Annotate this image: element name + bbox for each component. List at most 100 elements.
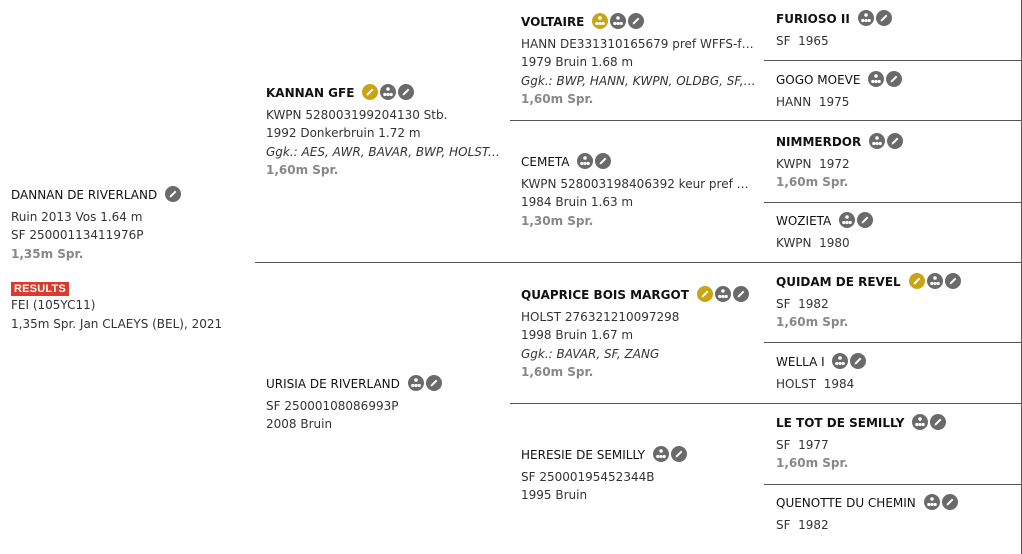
divider-gen3-2 <box>764 202 1022 203</box>
gen3-name[interactable]: WELLA I <box>776 355 825 369</box>
gold-key-icon[interactable] <box>362 84 379 100</box>
dam-sire-grade: 1,60m Spr. <box>521 365 594 379</box>
edit-pencil-icon[interactable] <box>857 212 874 228</box>
gen3-cell-5: QUIDAM DE REVEL SF 1982 1,60m Spr. <box>776 273 1016 332</box>
edit-pencil-icon[interactable] <box>732 286 749 302</box>
sire-sire-name[interactable]: VOLTAIRE <box>521 15 585 29</box>
dam-sire-reg: HOLST 276321210097298 <box>521 309 680 324</box>
subject-reg: SF 25000113411976P <box>11 228 144 242</box>
sire-grade: 1,60m Spr. <box>266 163 339 177</box>
results-line-2: 1,35m Spr. Jan CLAEYS (BEL), 2021 <box>11 316 223 331</box>
gen3-reg: SF 1982 <box>776 517 829 532</box>
pedigree-tree-icon[interactable] <box>610 13 627 29</box>
gen3-reg: KWPN 1980 <box>776 235 850 250</box>
dam-sire-approved: Ggk.: BAVAR, SF, ZANG <box>521 346 660 361</box>
sire-sire-approved: Ggk.: BWP, HANN, KWPN, OLDBG, SF, SI-... <box>521 73 756 88</box>
pedigree-tree-icon[interactable] <box>380 84 397 100</box>
sire-dam-reg: KWPN 528003198406392 keur pref pr... <box>521 176 756 191</box>
pedigree-tree-icon[interactable] <box>407 375 424 391</box>
divider-gen1 <box>255 262 1022 263</box>
pedigree-tree-icon[interactable] <box>912 414 929 430</box>
subject-cell: DANNAN DE RIVERLAND Ruin 2013 Vos 1.64 m… <box>11 186 246 333</box>
pedigree-tree-icon[interactable] <box>926 273 943 289</box>
pedigree-tree-icon[interactable] <box>857 10 874 26</box>
edit-pencil-icon[interactable] <box>425 375 442 391</box>
edit-pencil-icon[interactable] <box>628 13 645 29</box>
gen3-grade: 1,60m Spr. <box>776 175 849 189</box>
gold-key-icon[interactable] <box>696 286 713 302</box>
gen3-name[interactable]: NIMMERDOR <box>776 135 862 149</box>
gen3-reg: SF 1982 <box>776 296 829 311</box>
gold-tree-icon[interactable] <box>592 13 609 29</box>
sire-name[interactable]: KANNAN GFE <box>266 86 355 100</box>
gen3-cell-1: FURIOSO II SF 1965 <box>776 10 1016 50</box>
pedigree-tree-icon[interactable] <box>714 286 731 302</box>
pedigree-tree-icon[interactable] <box>869 133 886 149</box>
gen3-cell-7: LE TOT DE SEMILLY SF 1977 1,60m Spr. <box>776 414 1016 473</box>
gen3-reg: HOLST 1984 <box>776 376 855 391</box>
dam-dam-name[interactable]: HERESIE DE SEMILLY <box>521 448 645 462</box>
gen3-cell-6: WELLA I HOLST 1984 <box>776 353 1016 393</box>
sire-dam-name[interactable]: CEMETA <box>521 155 570 169</box>
dam-sire-cell: QUAPRICE BOIS MARGOT HOLST 2763212100972… <box>521 286 756 382</box>
pedigree-tree-icon[interactable] <box>839 212 856 228</box>
pedigree-tree-icon[interactable] <box>868 71 885 87</box>
sire-sire-details: 1979 Bruin 1.68 m <box>521 55 634 69</box>
dam-dam-reg: SF 25000195452344B <box>521 469 655 484</box>
edit-pencil-icon[interactable] <box>944 273 961 289</box>
dam-dam-cell: HERESIE DE SEMILLY SF 25000195452344B 19… <box>521 446 756 505</box>
edit-pencil-icon[interactable] <box>670 446 687 462</box>
gen3-cell-8: QUENOTTE DU CHEMIN SF 1982 <box>776 494 1016 534</box>
dam-details: 2008 Bruin <box>266 417 333 431</box>
gen3-grade: 1,60m Spr. <box>776 456 849 470</box>
gen3-reg: SF 1965 <box>776 33 829 48</box>
gold-key-icon[interactable] <box>908 273 925 289</box>
gen3-name[interactable]: GOGO MOEVE <box>776 73 861 87</box>
edit-pencil-icon[interactable] <box>850 353 867 369</box>
results-badge[interactable]: RESULTS <box>11 282 69 296</box>
dam-dam-details: 1995 Bruin <box>521 488 588 502</box>
dam-reg: SF 25000108086993P <box>266 398 399 413</box>
gen3-name[interactable]: LE TOT DE SEMILLY <box>776 416 905 430</box>
pedigree-tree-icon[interactable] <box>652 446 669 462</box>
pedigree-tree-icon[interactable] <box>832 353 849 369</box>
dam-name[interactable]: URISIA DE RIVERLAND <box>266 377 400 391</box>
sire-dam-grade: 1,30m Spr. <box>521 213 594 228</box>
sire-details: 1992 Donkerbruin 1.72 m <box>266 126 421 140</box>
gen3-reg: KWPN 1972 <box>776 156 850 171</box>
edit-pencil-icon[interactable] <box>930 414 947 430</box>
edit-pencil-icon[interactable] <box>941 494 958 510</box>
pedigree-tree-icon[interactable] <box>923 494 940 510</box>
pedigree-tree-icon[interactable] <box>577 153 594 169</box>
divider-gen2-bottom <box>510 403 1022 404</box>
sire-cell: KANNAN GFE KWPN 528003199204130 Stb. 199… <box>266 84 501 180</box>
sire-sire-grade: 1,60m Spr. <box>521 92 594 106</box>
sire-dam-cell: CEMETA KWPN 528003198406392 keur pref pr… <box>521 153 756 230</box>
sire-dam-details: 1984 Bruin 1.63 m <box>521 195 634 209</box>
gen3-name[interactable]: QUENOTTE DU CHEMIN <box>776 496 916 510</box>
gen3-name[interactable]: FURIOSO II <box>776 12 850 26</box>
subject-details: Ruin 2013 Vos 1.64 m <box>11 209 143 224</box>
subject-name[interactable]: DANNAN DE RIVERLAND <box>11 188 158 202</box>
edit-pencil-icon[interactable] <box>875 10 892 26</box>
results-line-1: FEI (105YC11) <box>11 298 96 312</box>
sire-sire-reg: HANN DE331310165679 pref WFFS-free <box>521 36 756 51</box>
dam-cell: URISIA DE RIVERLAND SF 25000108086993P 2… <box>266 375 501 434</box>
sire-reg: KWPN 528003199204130 Stb. <box>266 107 448 122</box>
edit-pencil-icon[interactable] <box>595 153 612 169</box>
divider-gen2-top <box>510 120 1022 121</box>
edit-pencil-icon[interactable] <box>886 71 903 87</box>
gen3-name[interactable]: WOZIETA <box>776 214 832 228</box>
dam-sire-name[interactable]: QUAPRICE BOIS MARGOT <box>521 288 689 302</box>
gen3-cell-3: NIMMERDOR KWPN 1972 1,60m Spr. <box>776 133 1016 192</box>
edit-pencil-icon[interactable] <box>165 186 182 202</box>
gen3-grade: 1,60m Spr. <box>776 315 849 329</box>
gen3-reg: HANN 1975 <box>776 94 850 109</box>
subject-grade: 1,35m Spr. <box>11 246 84 261</box>
divider-gen3-4 <box>764 484 1022 485</box>
gen3-name[interactable]: QUIDAM DE REVEL <box>776 275 901 289</box>
edit-pencil-icon[interactable] <box>398 84 415 100</box>
divider-gen3-1 <box>764 60 1022 61</box>
edit-pencil-icon[interactable] <box>887 133 904 149</box>
